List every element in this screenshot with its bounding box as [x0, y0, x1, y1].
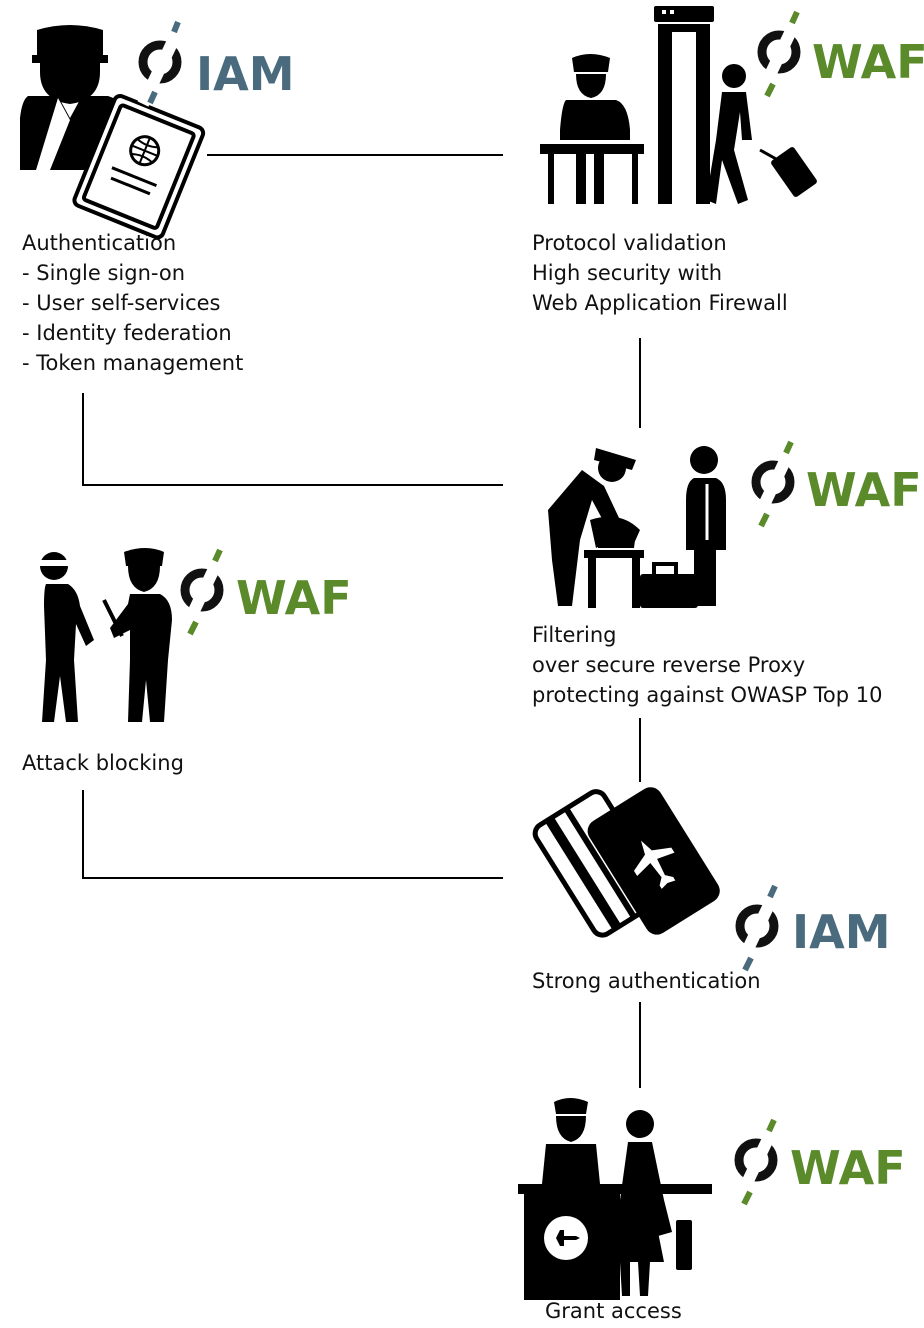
filtering-line: Filtering — [532, 623, 617, 647]
authentication-line: Authentication — [22, 231, 177, 255]
waf-badge-text: WAF — [790, 1141, 906, 1195]
authentication-line: - Identity federation — [22, 321, 232, 345]
waf-badge-text: WAF — [806, 463, 922, 517]
attack-blocking-label: Attack blocking — [22, 748, 184, 778]
waf-badge-text: WAF — [812, 35, 924, 89]
connector-auth-filtering — [82, 393, 503, 486]
filtering-label: Filtering over secure reverse Proxy prot… — [532, 620, 883, 710]
filtering-line: over secure reverse Proxy — [532, 653, 806, 677]
iam-badge-text: IAM — [196, 47, 295, 101]
attack-blocking-line: Attack blocking — [22, 751, 184, 775]
connector-attack-strong — [82, 790, 503, 879]
protocol-validation-line: Protocol validation — [532, 231, 727, 255]
authentication-line: - Single sign-on — [22, 261, 186, 285]
grant-access-line: Grant access — [545, 1299, 682, 1323]
strong-authentication-line: Strong authentication — [532, 969, 761, 993]
iam-badge-text: IAM — [792, 905, 891, 959]
filtering-line: protecting against OWASP Top 10 — [532, 683, 883, 707]
protocol-validation-line: High security with — [532, 261, 723, 285]
protocol-validation-line: Web Application Firewall — [532, 291, 788, 315]
authentication-label: Authentication - Single sign-on - User s… — [22, 228, 243, 378]
authentication-line: - User self-services — [22, 291, 221, 315]
waf-badge-text: WAF — [236, 571, 352, 625]
protocol-validation-label: Protocol validation High security with W… — [532, 228, 788, 318]
authentication-line: - Token management — [22, 351, 244, 375]
strong-authentication-label: Strong authentication — [532, 966, 761, 996]
grant-access-label: Grant access — [545, 1296, 682, 1326]
